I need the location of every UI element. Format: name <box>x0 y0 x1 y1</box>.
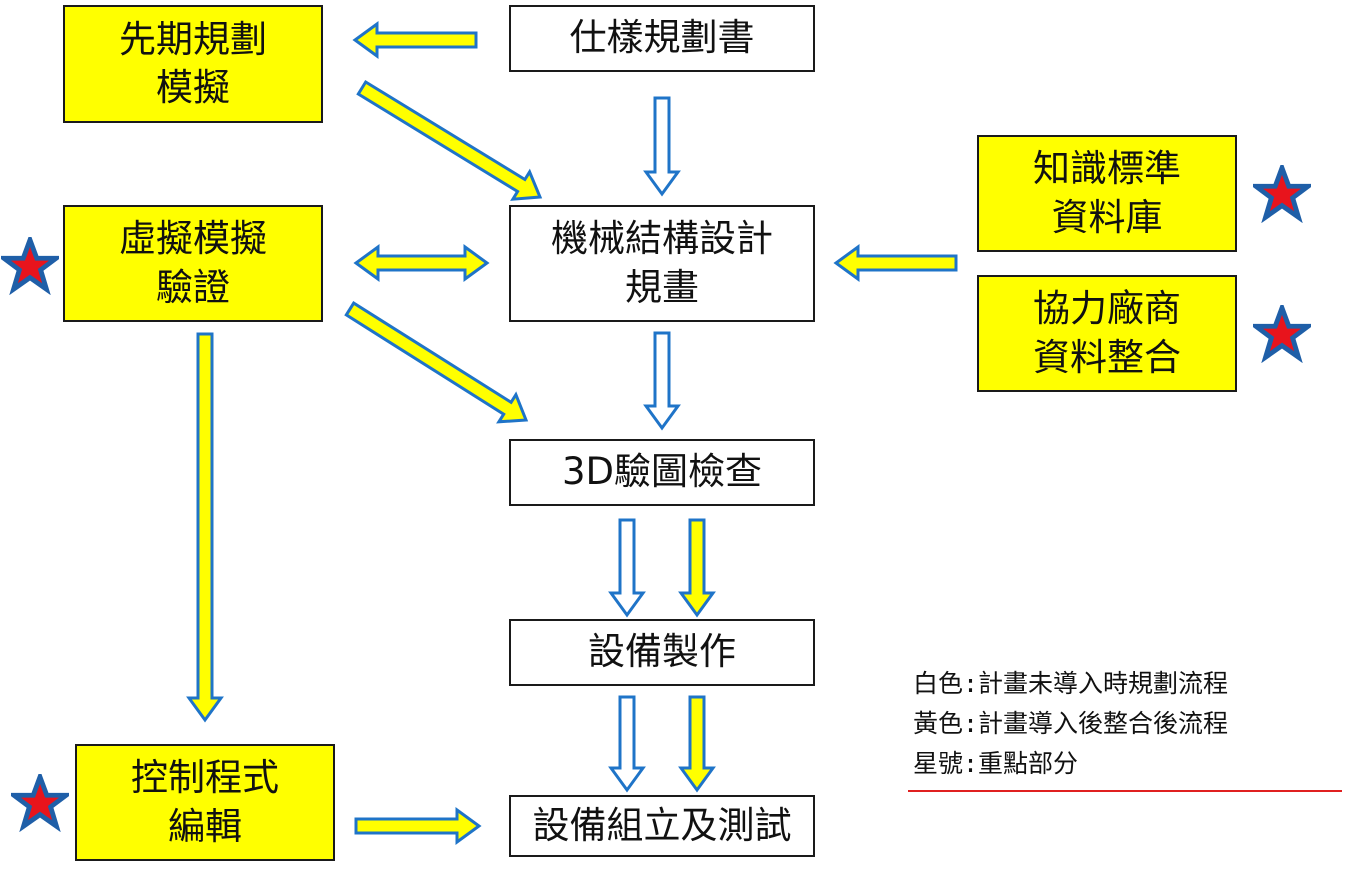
equip-mfg-box: 設備製作 <box>509 619 815 686</box>
assembly-test-line1: 設備組立及測試 <box>532 803 792 847</box>
legend-star-entry: 星號:重點部分 <box>913 749 1079 778</box>
spec-to-early-arrow <box>352 21 478 59</box>
early-planning-line2: 模擬 <box>156 66 230 109</box>
early-planning-box: 先期規劃 模擬 <box>63 5 323 123</box>
virtual-sim-line2: 驗證 <box>156 265 230 309</box>
virtual-sim-line1: 虛擬模擬 <box>119 217 267 261</box>
early-planning-line1: 先期規劃 <box>119 17 267 61</box>
legend-underline <box>908 790 1342 792</box>
control-prog-line2: 編輯 <box>168 804 242 848</box>
early-to-mech-arrow <box>356 79 543 201</box>
vendor-data-star-icon <box>1253 305 1311 363</box>
control-prog-box: 控制程式 編輯 <box>75 744 335 861</box>
mfg-to-assembly-hollow-arrow <box>608 695 646 793</box>
control-prog-line1: 控制程式 <box>131 756 279 800</box>
spec-plan-line1: 仕樣規劃書 <box>569 16 755 60</box>
control-prog-star-icon <box>11 774 69 832</box>
vendor-data-box: 協力廠商 資料整合 <box>977 275 1237 392</box>
control-to-assembly-arrow <box>354 807 482 845</box>
legend-yellow-entry: 黃色:計畫導入後整合後流程 <box>913 709 1229 738</box>
mech-to-3d-arrow <box>643 331 681 431</box>
assembly-test-box: 設備組立及測試 <box>509 795 815 857</box>
virtual-to-3d-arrow <box>344 301 529 424</box>
mech-design-line2: 規畫 <box>625 265 699 309</box>
virtual-mech-double-arrow <box>353 244 490 282</box>
check-3d-box: 3D驗圖檢查 <box>509 439 815 506</box>
check-3d-line1: 3D驗圖檢查 <box>561 450 763 494</box>
spec-to-mech-arrow <box>643 96 681 197</box>
knowledge-db-box: 知識標準 資料庫 <box>977 135 1237 252</box>
spec-plan-box: 仕樣規劃書 <box>509 5 815 72</box>
knowledge-to-mech-arrow <box>833 244 958 282</box>
equip-mfg-line1: 設備製作 <box>588 630 736 674</box>
virtual-sim-box: 虛擬模擬 驗證 <box>63 205 323 322</box>
mech-design-box: 機械結構設計 規畫 <box>509 205 815 322</box>
mfg-to-assembly-filled-arrow <box>678 695 716 793</box>
knowledge-db-line1: 知識標準 <box>1033 147 1181 191</box>
knowledge-db-star-icon <box>1253 165 1311 223</box>
virtual-to-control-arrow <box>186 332 224 723</box>
vendor-data-line1: 協力廠商 <box>1033 287 1181 331</box>
legend: 白色:計畫未導入時規劃流程 黃色:計畫導入後整合後流程 星號:重點部分 <box>913 664 1353 784</box>
3d-to-mfg-filled-arrow <box>678 518 716 618</box>
vendor-data-line2: 資料整合 <box>1033 335 1181 379</box>
mech-design-line1: 機械結構設計 <box>551 217 773 261</box>
3d-to-mfg-hollow-arrow <box>608 518 646 618</box>
legend-white-entry: 白色:計畫未導入時規劃流程 <box>913 669 1229 698</box>
knowledge-db-line2: 資料庫 <box>1051 195 1163 239</box>
virtual-sim-star-icon <box>1 237 59 295</box>
